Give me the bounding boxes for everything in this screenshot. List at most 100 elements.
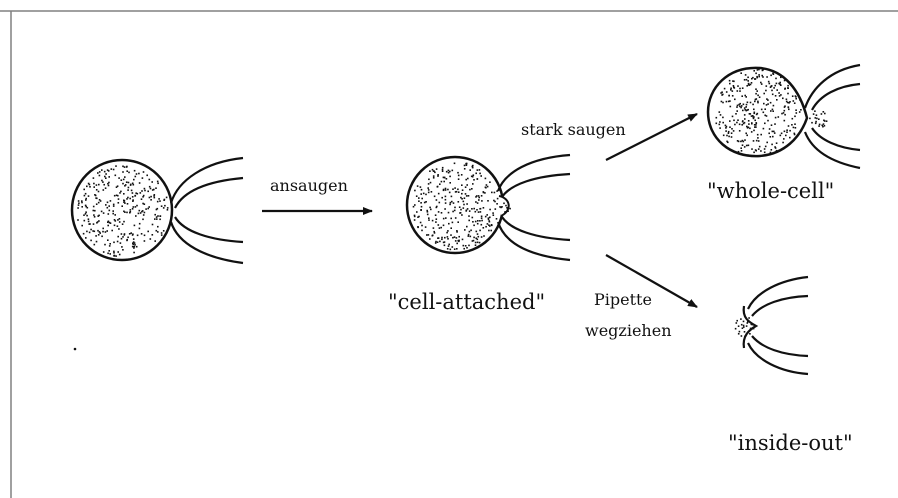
stipple-dot <box>147 191 149 193</box>
stipple-dot <box>766 76 768 78</box>
stipple-dot <box>88 183 90 185</box>
stipple-dot <box>735 328 737 330</box>
stipple-dot <box>429 170 431 172</box>
stipple-dot <box>470 230 472 232</box>
stipple-dot <box>472 217 474 219</box>
stipple-dot <box>108 250 110 252</box>
stipple-dot <box>738 325 740 327</box>
stipple-dot <box>478 197 480 199</box>
stipple-dot <box>436 218 438 220</box>
stipple-dot <box>124 211 126 213</box>
stipple-dot <box>795 127 797 129</box>
stipple-dot <box>739 88 741 90</box>
stipple-dot <box>785 135 787 137</box>
stipple-dot <box>506 207 508 209</box>
stipple-dot <box>465 179 467 181</box>
stipple-dot <box>428 183 430 185</box>
stipple-dot <box>756 122 758 124</box>
stipple-dot <box>452 170 454 172</box>
stipple-dot <box>755 73 757 75</box>
stipple-dot <box>121 246 123 248</box>
stipple-dot <box>432 220 434 222</box>
stipple-dot <box>450 218 452 220</box>
stipple-dot <box>132 183 134 185</box>
stipple-dot <box>114 225 116 227</box>
stipple-dot <box>134 170 136 172</box>
stipple-dot <box>77 207 79 209</box>
stipple-dot <box>432 235 434 237</box>
stipple-dot <box>436 199 438 201</box>
stipple-dot <box>98 184 100 186</box>
stipple-dot <box>136 205 138 207</box>
stipple-dot <box>813 113 815 115</box>
stipple-dot <box>118 198 120 200</box>
stipple-dot <box>93 223 95 225</box>
stipple-dot <box>461 214 463 216</box>
stipple-dot <box>479 173 481 175</box>
stipple-dot <box>166 197 168 199</box>
stipple-dot <box>741 95 743 97</box>
stipple-dot <box>86 186 88 188</box>
stipple-dot <box>744 107 746 109</box>
stipple-dot <box>763 103 765 105</box>
stipple-dot <box>157 181 159 183</box>
stipple-dot <box>758 69 760 71</box>
stipple-dot <box>480 175 482 177</box>
stipple-dot <box>483 207 485 209</box>
stipple-dot <box>93 177 95 179</box>
stipple-dot <box>127 237 129 239</box>
stipple-dot <box>149 179 151 181</box>
stipple-dot <box>800 109 802 111</box>
stipple-dot <box>823 111 825 113</box>
stipple-dot <box>463 207 465 209</box>
stipple-dot <box>748 84 750 86</box>
stipple-dot <box>426 234 428 236</box>
stipple-dot <box>815 117 817 119</box>
stipple-dot <box>784 131 786 133</box>
stipple-dot <box>751 324 753 326</box>
stipple-dot <box>425 226 427 228</box>
stipple-dot <box>759 146 761 148</box>
stipple-dot <box>794 134 796 136</box>
stipple-dot <box>767 103 769 105</box>
stipple-dot <box>438 237 440 239</box>
stipple-dot <box>728 136 730 138</box>
stipple-dot <box>462 239 464 241</box>
stipple-dot <box>129 212 131 214</box>
stipple-dot <box>747 154 749 156</box>
stipple-dot <box>494 201 496 203</box>
stipple-dot <box>446 178 448 180</box>
stipple-dot <box>719 111 721 113</box>
stipple-dot <box>427 214 429 216</box>
label-pipette-wegziehen-line1: Pipette <box>594 290 652 309</box>
stipple-dot <box>164 205 166 207</box>
stipple-dot <box>465 163 467 165</box>
stipple-dot <box>495 208 497 210</box>
stipple-dot <box>772 94 774 96</box>
stipple-dot <box>746 104 748 106</box>
stipple-dot <box>103 251 105 253</box>
label-ansaugen: ansaugen <box>270 176 348 195</box>
stipple-dot <box>786 129 788 131</box>
stipple-dot <box>451 201 453 203</box>
pipette-whole-cell <box>805 65 860 168</box>
stipple-dot <box>117 185 119 187</box>
stipple-dot <box>757 134 759 136</box>
stipple-dot <box>755 124 757 126</box>
stipple-dot <box>113 169 115 171</box>
stipple-dot <box>743 104 745 106</box>
stipple-dot <box>122 249 124 251</box>
label-inside-out: "inside-out" <box>728 431 853 455</box>
stipple-dot <box>123 179 125 181</box>
stipple-dot <box>132 244 134 246</box>
stipple-dot <box>738 151 740 153</box>
stipple-dot <box>443 190 445 192</box>
stipple-dot <box>727 142 729 144</box>
stipple-dot <box>766 98 768 100</box>
stipple-dot <box>99 199 101 201</box>
stipple-dot <box>776 142 778 144</box>
stipple-dot <box>726 126 728 128</box>
stipple-dot <box>453 202 455 204</box>
stipple-dot <box>103 189 105 191</box>
stipple-dot <box>750 102 752 104</box>
